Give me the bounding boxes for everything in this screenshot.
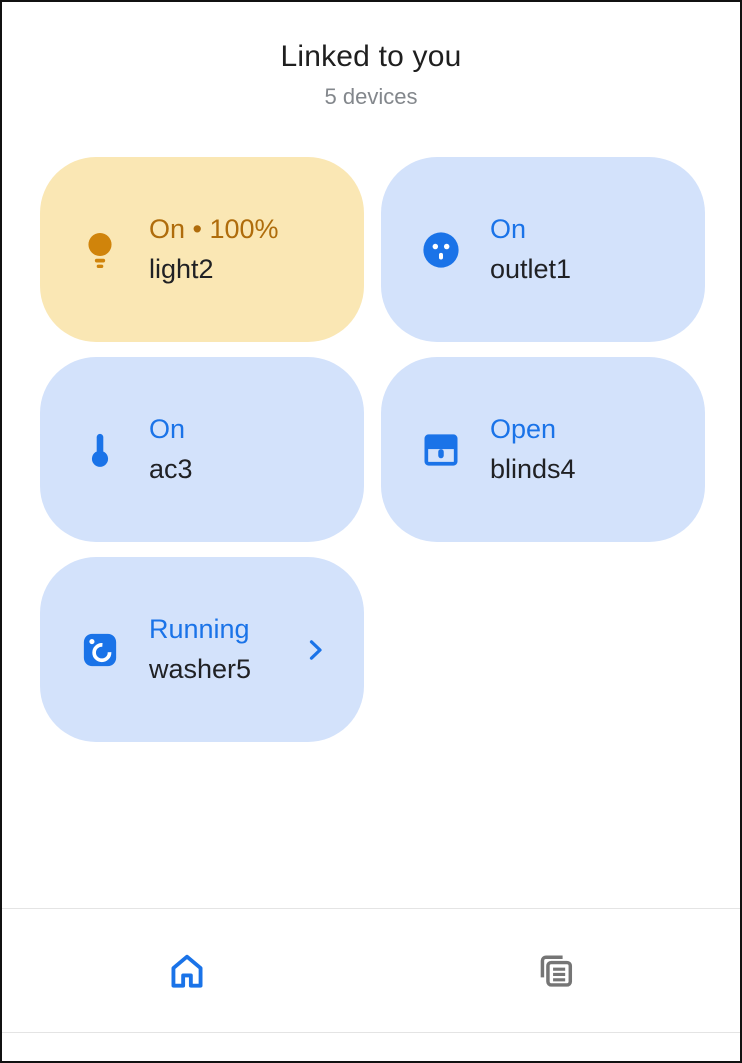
device-count: 5 devices — [324, 84, 418, 109]
device-text: Open blinds4 — [490, 414, 576, 485]
device-name: blinds4 — [490, 454, 576, 484]
device-status: On • 100% — [149, 214, 279, 244]
device-name: light2 — [149, 254, 214, 284]
lightbulb-icon — [78, 228, 122, 272]
home-icon — [165, 949, 209, 993]
device-status: On — [490, 214, 527, 244]
device-tile[interactable]: On • 100% light2 — [40, 157, 364, 342]
chevron-right-icon[interactable] — [300, 635, 330, 665]
device-status: On — [149, 414, 186, 444]
outlet-icon — [419, 228, 463, 272]
device-tile[interactable]: Running washer5 — [40, 557, 364, 742]
device-tile[interactable]: On outlet1 — [381, 157, 705, 342]
device-status: Running — [149, 614, 250, 644]
blinds-icon — [419, 428, 463, 472]
device-text: On ac3 — [149, 414, 193, 485]
page-title: Linked to you — [280, 40, 462, 73]
bottom-nav — [2, 908, 740, 1033]
feed-icon — [534, 949, 578, 993]
device-status: Open — [490, 414, 557, 444]
device-text: Running washer5 — [149, 614, 251, 685]
device-text: On outlet1 — [490, 214, 571, 285]
device-tile[interactable]: Open blinds4 — [381, 357, 705, 542]
device-name: ac3 — [149, 454, 193, 484]
device-tile[interactable]: On ac3 — [40, 357, 364, 542]
device-name: outlet1 — [490, 254, 572, 284]
device-name: washer5 — [149, 654, 252, 684]
nav-home-button[interactable] — [2, 909, 371, 1032]
device-text: On • 100% light2 — [149, 214, 279, 285]
washer-icon — [78, 628, 122, 672]
thermostat-icon — [78, 428, 122, 472]
nav-feed-button[interactable] — [371, 909, 740, 1032]
header: Linked to you 5 devices — [2, 2, 740, 111]
